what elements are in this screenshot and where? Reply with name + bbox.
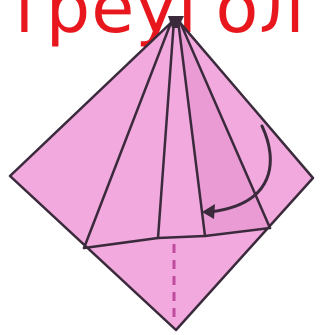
- origami-step-page: треугол: [0, 0, 327, 335]
- origami-fold-diagram: [0, 0, 327, 335]
